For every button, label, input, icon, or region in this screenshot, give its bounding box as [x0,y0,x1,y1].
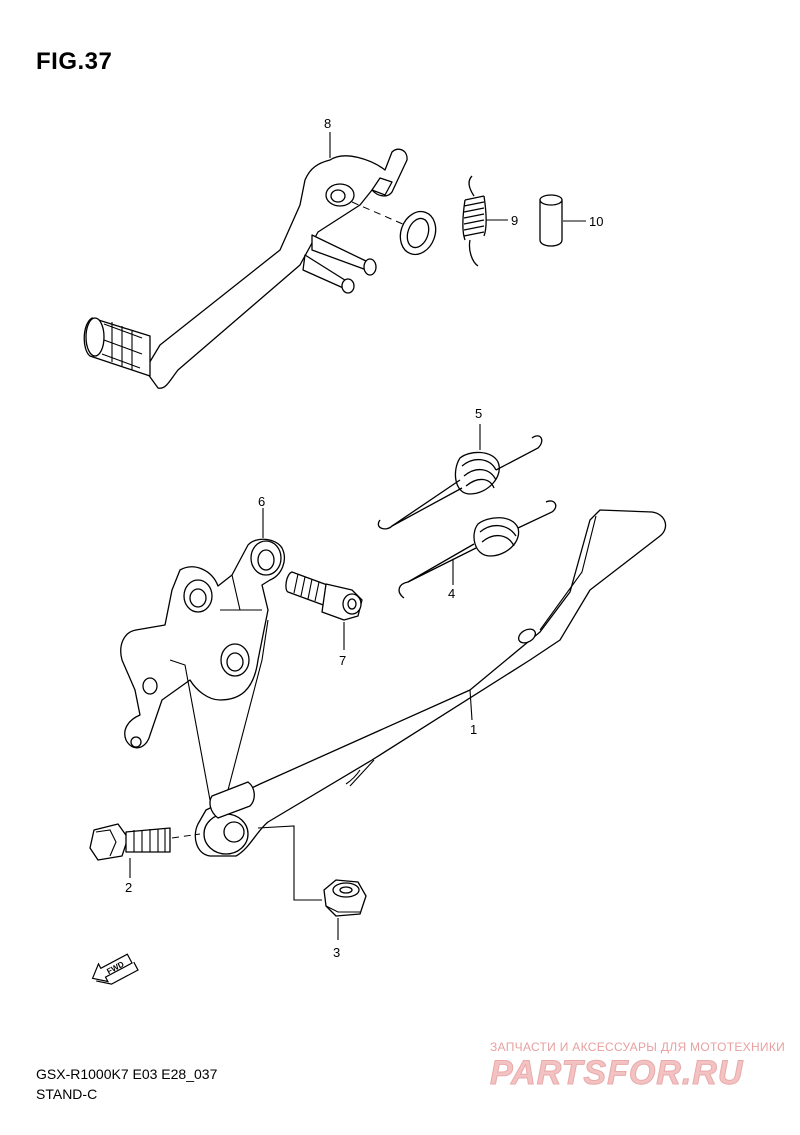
part-washer [399,210,437,256]
callout-6: 6 [258,494,265,509]
leader-dash-8-washer [351,201,406,226]
part-6-stand-bracket [120,538,285,749]
watermark-tagline: ЗАПЧАСТИ И АКСЕССУАРЫ ДЛЯ МОТОТЕХНИКИ [490,1040,786,1054]
callout-2: 2 [125,880,132,895]
section-name: STAND-C [36,1086,98,1102]
part-1-side-stand [169,509,667,857]
part-9-return-spring [462,175,487,267]
callout-1: 1 [470,722,477,737]
leader-line-1 [469,689,473,721]
callout-7: 7 [339,653,346,668]
callout-3: 3 [333,945,340,960]
part-8-pedal-lever [83,148,408,389]
callout-10: 10 [589,214,603,229]
part-7-bracket-bolt [285,571,363,621]
figure-title: FIG.37 [36,48,113,75]
part-2-pivot-bolt [89,823,171,861]
callout-5: 5 [475,406,482,421]
part-4-stand-spring-lower [398,500,557,599]
part-3-pivot-nut [323,879,367,917]
leader-dash-2-stand [171,833,201,839]
watermark-logo: PARTSFOR.RU [489,1054,744,1093]
model-code: GSX-R1000K7 E03 E28_037 [36,1066,218,1082]
part-5-stand-spring-upper [377,435,543,530]
part-10-bushing [539,194,563,247]
callout-8: 8 [324,116,331,131]
leader-line-3-nut [257,825,322,901]
forward-arrow-icon: FWD [91,953,139,985]
callout-9: 9 [511,213,518,228]
callout-4: 4 [448,586,455,601]
